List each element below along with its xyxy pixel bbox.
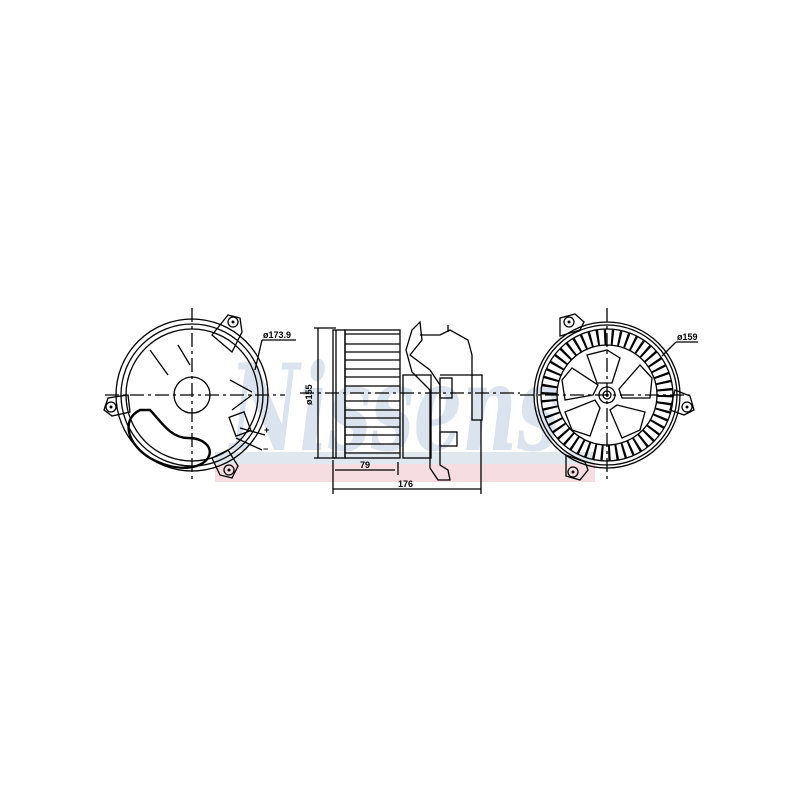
wheel-width-label: 79: [360, 460, 370, 470]
watermark: Nissens: [215, 338, 595, 482]
rear-dimension-leader: [661, 341, 677, 357]
terminal-minus-label: −: [263, 444, 268, 454]
rear-hub: [598, 386, 616, 404]
rear-diameter-label: ø159: [677, 332, 698, 342]
front-hub: [173, 376, 211, 414]
watermark-text: Nissens: [227, 338, 560, 479]
rear-outer-ring-2: [536, 324, 678, 466]
rear-shaft: [602, 390, 612, 400]
motor-endcap: [471, 374, 483, 421]
terminal-leader: [239, 427, 266, 436]
rear-mounting-ear-right: [669, 389, 695, 416]
watermark-band-pink: [215, 464, 595, 482]
rear-wheel-outer: [540, 328, 674, 462]
front-rib: [231, 394, 253, 411]
blower-wheel-blades: [345, 333, 400, 454]
side-height-label: ø155: [304, 384, 314, 405]
rear-wheel-inner: [556, 344, 658, 446]
terminal-leader: [235, 437, 263, 451]
side-connector: [439, 431, 458, 447]
motor-body: [402, 374, 432, 459]
side-bracket: [439, 377, 453, 399]
rear-shaft-center: [605, 393, 609, 397]
front-rib: [149, 349, 169, 376]
rear-view: ø159: [520, 308, 698, 482]
electrical-connector: [228, 411, 252, 437]
rear-outer-ring: [533, 321, 681, 469]
rear-fan-blades: [541, 329, 673, 461]
front-dimension-leader: [254, 339, 263, 371]
mounting-plate: [405, 320, 451, 481]
front-diameter-label: ø173.9: [263, 330, 291, 340]
rear-mounting-ear-top: [559, 313, 585, 337]
front-view: + − ø173.9: [103, 308, 296, 482]
rear-hub-spokes: [561, 349, 653, 439]
blower-wheel: [344, 329, 401, 459]
terminal-plus-label: +: [264, 425, 269, 435]
total-length-label: 176: [398, 479, 413, 489]
mounting-ear-top: [211, 314, 243, 354]
rear-mounting-ear-bottom: [565, 454, 589, 481]
front-rib: [177, 344, 191, 366]
side-view: ø155 79: [300, 320, 520, 494]
mounting-ear-left: [103, 394, 131, 417]
front-rib: [229, 379, 253, 393]
power-cable: [127, 408, 211, 469]
front-outer-ring: [115, 318, 269, 472]
mounting-ear-bottom: [211, 449, 239, 479]
